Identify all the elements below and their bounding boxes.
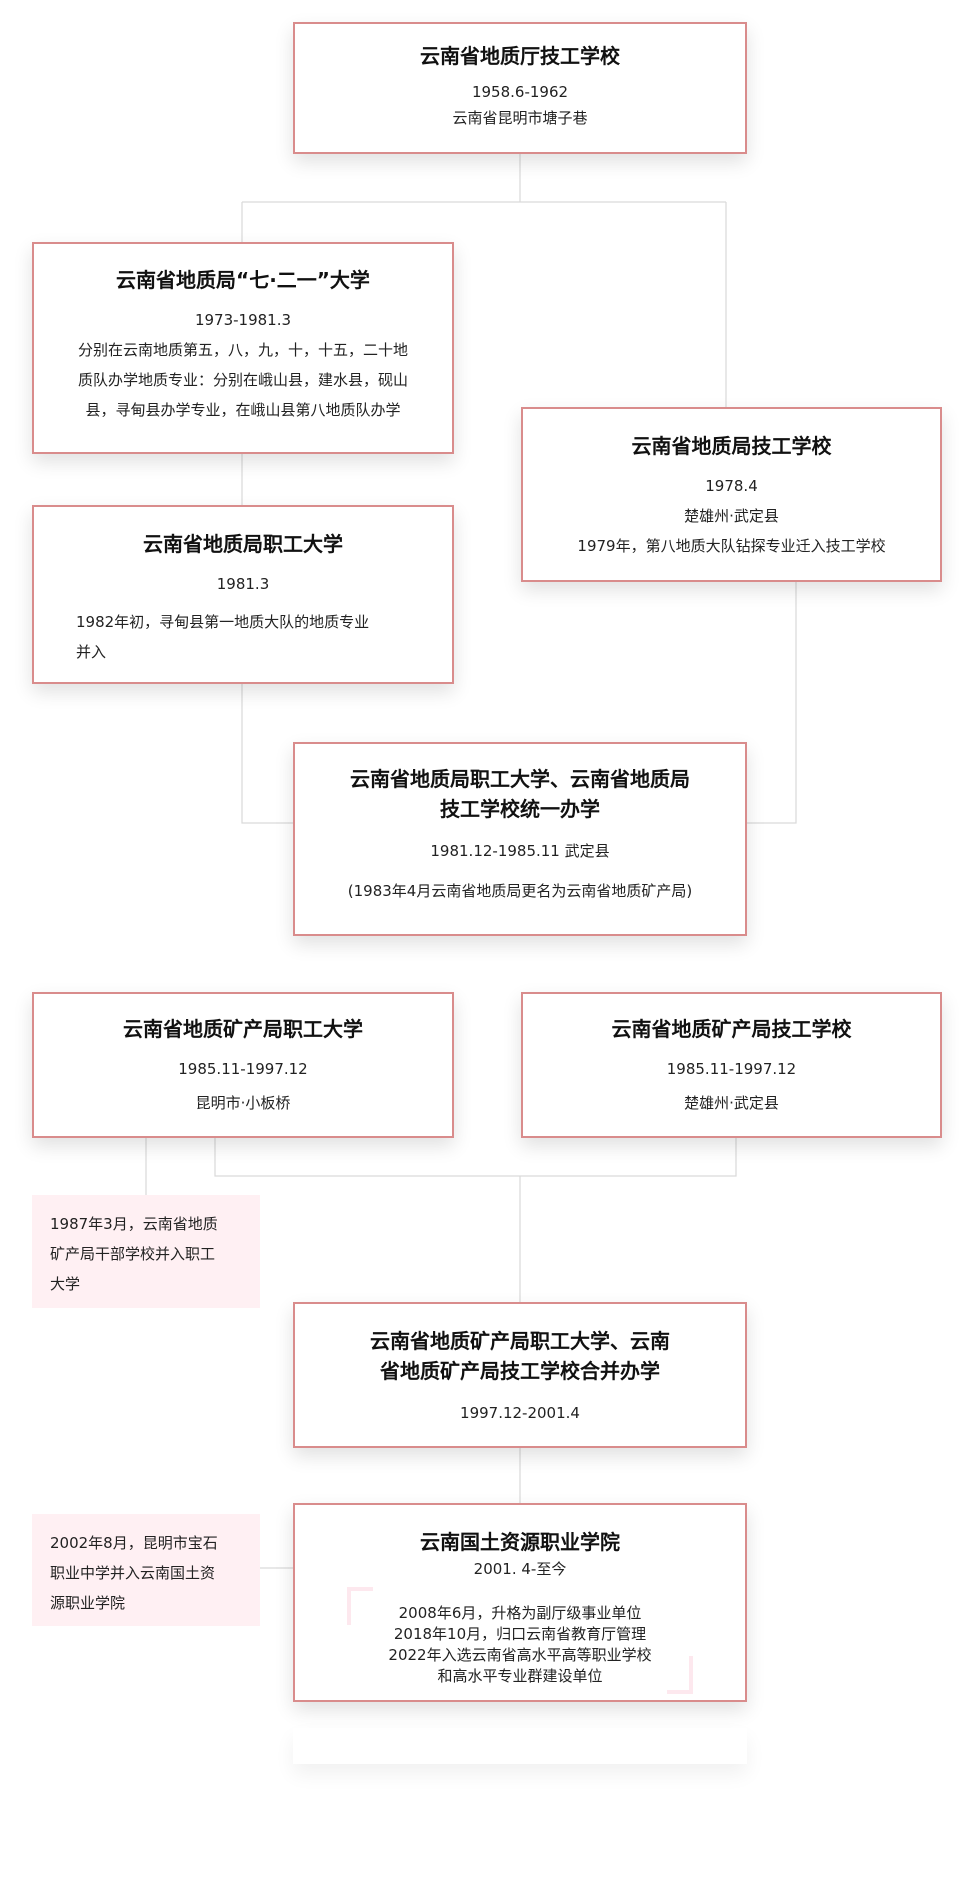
shadow-decoration	[293, 1728, 747, 1764]
node-guotu-ziyuan-xueyuan: 云南国土资源职业学院 2001. 4-至今 2008年6月，升格为副厅级事业单位…	[293, 1503, 747, 1702]
node-hebing-banxue: 云南省地质矿产局职工大学、云南 省地质矿产局技工学校合并办学 1997.12-2…	[293, 1302, 747, 1448]
node-desc: 和高水平专业群建设单位	[437, 1667, 603, 1685]
node-title: 云南省地质矿产局技工学校	[611, 1017, 852, 1041]
connector	[214, 1138, 737, 1302]
node-title: 云南省地质局技工学校	[631, 434, 832, 458]
node-dizhiting-jigong: 云南省地质厅技工学校 1958.6-1962 云南省昆明市塘子巷	[293, 22, 747, 154]
node-title: 云南省地质局“七·二一”大学	[116, 268, 370, 292]
note-line: 职业中学并入云南国土资	[50, 1564, 216, 1582]
bracket-corner-bottom-right	[667, 1656, 693, 1694]
node-date: 1958.6-1962	[471, 83, 569, 101]
node-dizhiju-zhigong-daxue: 云南省地质局职工大学 1981.3 1982年初，寻甸县第一地质大队的地质专业 …	[32, 505, 454, 684]
node-title: 云南省地质矿产局职工大学	[123, 1017, 363, 1041]
node-desc: (1983年4月云南省地质局更名为云南省地质矿产局)	[347, 882, 693, 900]
node-date: 1985.11-1997.12	[666, 1060, 797, 1078]
node-dikuangju-jigong: 云南省地质矿产局技工学校 1985.11-1997.12 楚雄州·武定县	[521, 992, 942, 1138]
node-title: 云南省地质矿产局职工大学、云南	[370, 1329, 670, 1353]
node-title: 云南省地质局职工大学	[143, 532, 343, 556]
node-desc: 并入	[76, 643, 107, 661]
node-title: 技工学校统一办学	[440, 797, 600, 821]
note-line: 矿产局干部学校并入职工	[50, 1245, 216, 1263]
note-line: 大学	[50, 1275, 81, 1293]
node-dikuangju-zhigong-daxue: 云南省地质矿产局职工大学 1985.11-1997.12 昆明市·小板桥	[32, 992, 454, 1138]
node-date: 1973-1981.3	[194, 311, 292, 329]
connector	[241, 154, 727, 407]
node-dizhiju-jigong: 云南省地质局技工学校 1978.4 楚雄州·武定县 1979年，第八地质大队钻探…	[521, 407, 942, 582]
node-location: 云南省昆明市塘子巷	[452, 109, 588, 127]
connector	[241, 684, 293, 824]
node-desc: 1982年初，寻甸县第一地质大队的地质专业	[76, 613, 370, 631]
note-line: 2002年8月，昆明市宝石	[50, 1534, 218, 1552]
node-title: 云南国土资源职业学院	[420, 1530, 620, 1554]
node-721-daxue: 云南省地质局“七·二一”大学 1973-1981.3 分别在云南地质第五，八，九…	[32, 242, 454, 454]
node-title: 云南省地质厅技工学校	[420, 44, 620, 68]
note-line: 1987年3月，云南省地质	[50, 1215, 218, 1233]
node-location: 楚雄州·武定县	[684, 1094, 779, 1112]
node-date: 1981.3	[216, 575, 270, 593]
node-date: 1978.4	[705, 477, 758, 495]
node-date: 2001. 4-至今	[473, 1560, 567, 1578]
node-desc: 县，寻甸县办学专业，在峨山县第八地质队办学	[85, 401, 401, 419]
bracket-corner-top-left	[347, 1587, 373, 1625]
node-desc: 2008年6月，升格为副厅级事业单位	[398, 1604, 642, 1622]
node-desc: 1979年，第八地质大队钻探专业迁入技工学校	[577, 537, 886, 555]
note-line: 源职业学院	[50, 1594, 126, 1612]
node-date: 1985.11-1997.12	[178, 1060, 308, 1078]
note-2002: 2002年8月，昆明市宝石 职业中学并入云南国土资 源职业学院	[32, 1514, 260, 1626]
node-tongyi-banxue: 云南省地质局职工大学、云南省地质局 技工学校统一办学 1981.12-1985.…	[293, 742, 747, 936]
node-date: 1997.12-2001.4	[460, 1404, 580, 1422]
note-1987: 1987年3月，云南省地质 矿产局干部学校并入职工 大学	[32, 1195, 260, 1308]
connector	[746, 582, 797, 824]
node-desc: 分别在云南地质第五，八，九，十，十五，二十地	[77, 341, 408, 359]
node-location: 昆明市·小板桥	[195, 1094, 291, 1112]
node-title: 省地质矿产局技工学校合并办学	[380, 1359, 660, 1383]
node-date: 1981.12-1985.11 武定县	[430, 842, 610, 860]
node-desc: 2018年10月，归口云南省教育厅管理	[393, 1625, 647, 1643]
node-location: 楚雄州·武定县	[684, 507, 779, 525]
node-desc: 质队办学地质专业：分别在峨山县，建水县，砚山	[77, 371, 408, 389]
node-title: 云南省地质局职工大学、云南省地质局	[350, 767, 690, 791]
node-desc: 2022年入选云南省高水平高等职业学校	[388, 1646, 652, 1664]
